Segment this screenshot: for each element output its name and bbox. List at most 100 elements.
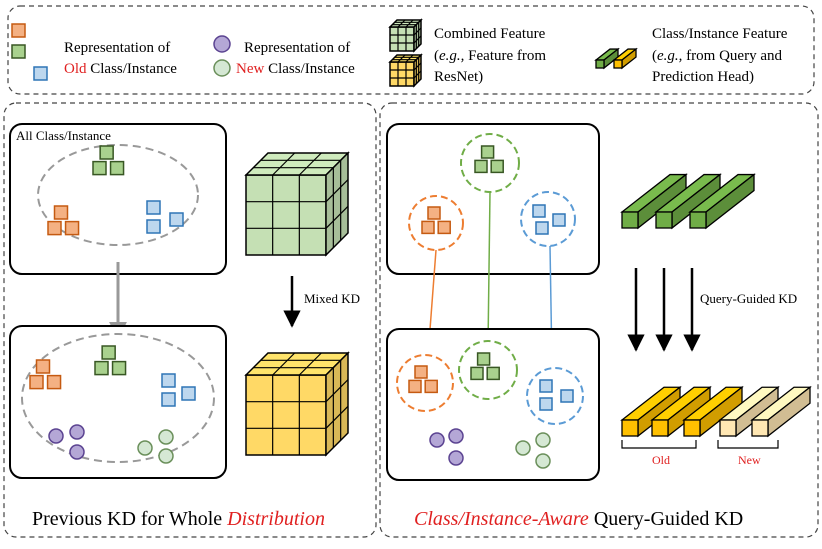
orange-square-icon	[47, 220, 62, 236]
light-green-circle-icon	[158, 448, 174, 464]
old-bracket	[621, 440, 697, 449]
combined-feature-icon-new	[388, 53, 423, 88]
legend-new-line1: Representation of	[244, 40, 350, 56]
legend-box	[7, 5, 815, 95]
orange-square-icon	[421, 220, 435, 235]
orange-square-icon	[414, 365, 428, 379]
green-cube-icon	[388, 18, 423, 53]
blue-square-icon	[532, 204, 546, 218]
left-top-distribution	[37, 144, 199, 246]
blue-square-icon	[535, 221, 549, 235]
student-class-instance-features	[620, 385, 812, 438]
light-green-circle-icon	[535, 453, 551, 469]
legend-ci-line3: Prediction Head)	[652, 69, 754, 85]
purple-circle-icon	[429, 432, 445, 448]
teacher-feature-bar	[654, 173, 722, 230]
legend-combined-line2: (e.g., Feature from	[434, 48, 546, 64]
purple-circle-icon	[448, 450, 464, 466]
green-square-icon	[99, 145, 114, 160]
left-caption-prefix: Previous KD for Whole	[32, 508, 227, 530]
green-square-icon	[476, 352, 491, 366]
right-panel-frame	[379, 102, 819, 538]
green-query-arrow	[483, 191, 493, 347]
orange-square-icon	[64, 220, 80, 236]
purple-circle-icon	[213, 35, 231, 53]
light-green-circle-icon	[213, 59, 231, 77]
light-green-circle-icon	[137, 440, 153, 456]
purple-circle-icon	[69, 424, 85, 440]
old-feature-bar	[650, 385, 712, 438]
mixed-kd-label: Mixed KD	[304, 291, 360, 306]
green-square-icon	[111, 360, 127, 376]
green-square-icon	[480, 145, 495, 159]
right-top-representations	[421, 145, 566, 235]
legend-new-suffix: Class/Instance	[264, 61, 355, 77]
green-square-icon	[92, 160, 107, 176]
light-green-circle-icon	[158, 429, 174, 445]
class-instance-feature-icon	[594, 47, 638, 70]
blue-square-icon	[161, 373, 176, 388]
green-feature-cube	[244, 151, 350, 257]
orange-square-icon	[437, 220, 451, 235]
new-representation-icons	[213, 35, 231, 77]
legend-old-line2: Old Class/Instance	[64, 61, 177, 77]
green-square-icon	[11, 44, 26, 59]
right-top-box	[386, 123, 600, 275]
old-feature-bar	[620, 385, 682, 438]
left-panel-frame	[3, 102, 377, 538]
teacher-class-instance-features	[620, 173, 756, 230]
legend-ci-rest: from Query and	[682, 48, 782, 64]
green-square-icon	[490, 159, 504, 174]
legend-old-line1: Representation of	[64, 40, 170, 56]
all-class-instance-label: All Class/Instance	[16, 128, 111, 143]
orange-square-icon	[46, 374, 62, 390]
teacher-combined-feature	[244, 151, 350, 257]
green-square-icon	[94, 360, 109, 376]
legend-new-line2: New Class/Instance	[236, 61, 355, 77]
legend-new-word: New	[236, 61, 264, 77]
blue-square-icon	[161, 392, 176, 407]
combined-feature-icon-old	[388, 18, 423, 53]
right-bottom-green-cluster	[458, 340, 518, 400]
orange-square-icon	[424, 379, 438, 394]
right-top-blue-cluster	[520, 191, 576, 247]
left-top-representations	[47, 145, 184, 236]
right-caption-emph: Class/Instance-Aware	[414, 508, 589, 530]
blue-square-icon	[560, 389, 574, 403]
legend-ci-eg: e.g.,	[657, 48, 682, 64]
right-caption: Class/Instance-Aware Query-Guided KD	[414, 508, 743, 530]
purple-circle-icon	[48, 428, 64, 444]
teacher-feature-bar	[688, 173, 756, 230]
blue-square-icon	[539, 379, 553, 393]
blue-square-icon	[33, 66, 48, 81]
blue-square-icon	[146, 219, 161, 234]
right-top-orange-cluster	[408, 195, 464, 251]
right-bottom-blue-cluster	[526, 367, 584, 425]
yellow-cube-icon	[388, 53, 423, 88]
legend-old-suffix: Class/Instance	[87, 61, 178, 77]
left-caption-emph: Distribution	[226, 508, 325, 530]
orange-square-icon	[35, 359, 51, 374]
new-bracket	[717, 440, 779, 449]
blue-square-icon	[169, 212, 184, 227]
legend-combined-line3: ResNet)	[434, 69, 483, 85]
green-square-icon	[101, 345, 116, 360]
left-top-box	[9, 123, 227, 275]
old-feature-bar	[682, 385, 744, 438]
old-bracket-label: Old	[652, 453, 670, 467]
light-green-circle-icon	[535, 432, 551, 448]
new-feature-bar	[750, 385, 812, 438]
orange-square-icon	[427, 206, 441, 220]
blue-square-icon	[146, 200, 161, 215]
new-bracket-label: New	[738, 453, 761, 467]
green-square-icon	[109, 160, 125, 176]
green-square-icon	[474, 159, 488, 174]
legend-combined-title: Combined Feature	[434, 26, 546, 42]
purple-circle-icon	[69, 444, 85, 460]
yellow-bar-icon	[612, 47, 638, 70]
blue-square-icon	[539, 397, 553, 411]
legend-old-word: Old	[64, 61, 87, 77]
old-representation-icons	[11, 23, 48, 81]
orange-square-icon	[29, 374, 44, 390]
right-bottom-representations	[408, 352, 574, 469]
